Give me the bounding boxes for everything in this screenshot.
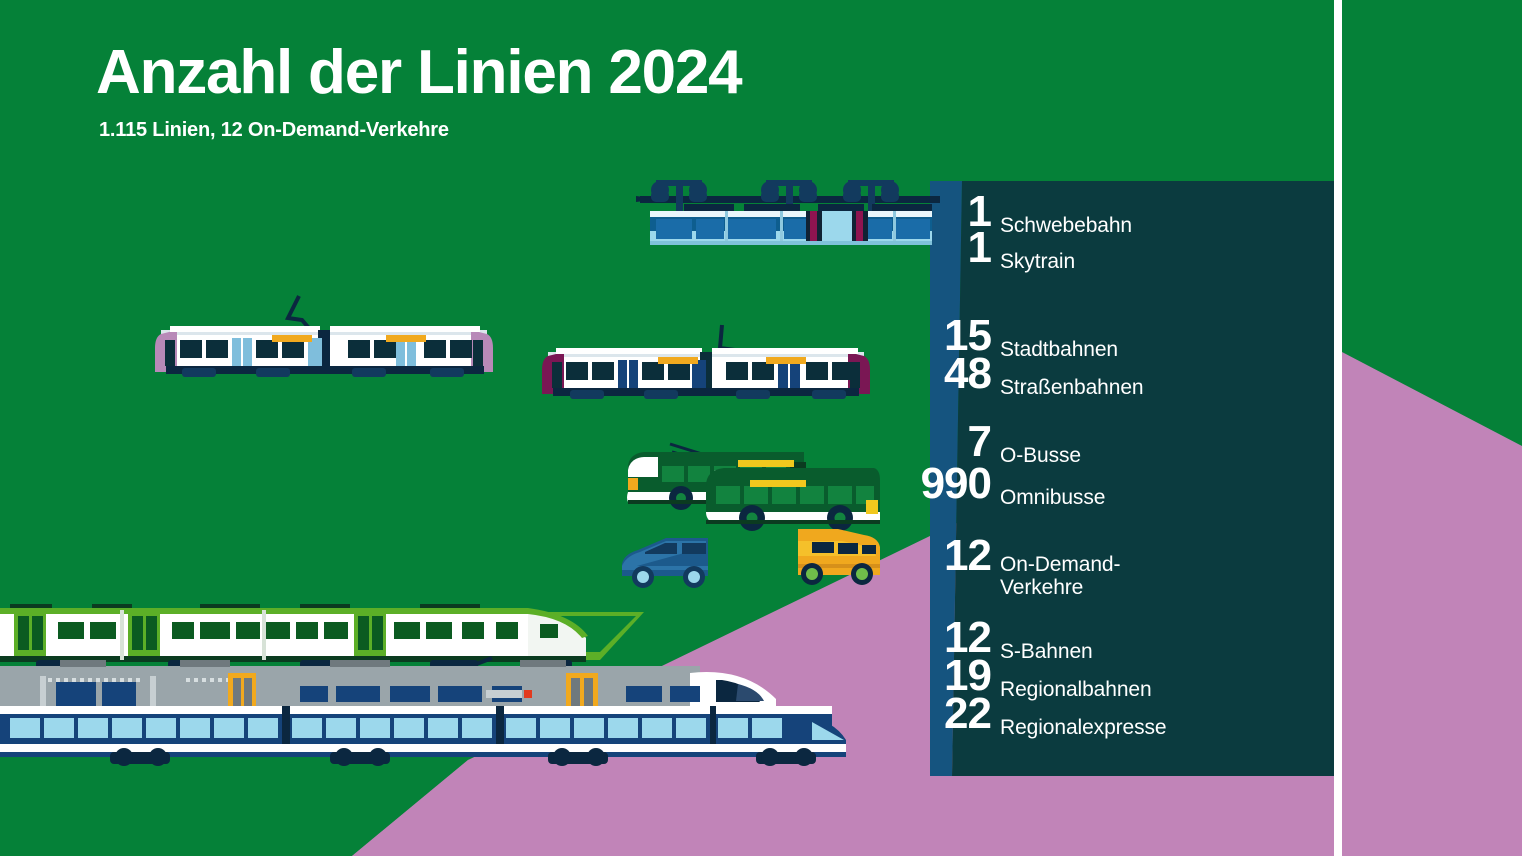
stat-value: 1 bbox=[967, 223, 992, 272]
s-bahn-blue-train bbox=[0, 706, 846, 766]
stat-label: Schwebebahn bbox=[1000, 214, 1133, 238]
stat-value: 15 bbox=[944, 311, 992, 360]
stat-label: On-Demand- Verkehre bbox=[1000, 552, 1121, 600]
schwebebahn-vehicle bbox=[636, 180, 940, 245]
page-subtitle: 1.115 Linien, 12 On-Demand-Verkehre bbox=[99, 119, 449, 142]
stat-value: 7 bbox=[967, 417, 992, 466]
stat-value: 19 bbox=[944, 651, 992, 700]
stat-label: Regionalbahnen bbox=[1000, 678, 1152, 702]
stat-value: 1 bbox=[967, 187, 992, 236]
stat-value: 48 bbox=[944, 349, 992, 398]
stat-value: 22 bbox=[944, 689, 992, 738]
stat-label: Stadtbahnen bbox=[1000, 338, 1119, 362]
stat-value: 990 bbox=[920, 459, 992, 508]
stat-label: Regionalexpresse bbox=[1000, 716, 1167, 740]
strassenbahn-vehicle bbox=[542, 324, 870, 399]
stat-value: 12 bbox=[944, 613, 992, 662]
page-title: Anzahl der Linien 2024 bbox=[96, 38, 743, 107]
on-demand-van-yellow bbox=[798, 529, 880, 585]
white-gutter bbox=[1334, 0, 1342, 856]
omnibus-vehicle bbox=[706, 468, 880, 531]
on-demand-van-blue bbox=[622, 538, 708, 588]
regionalbahn-green-train bbox=[0, 604, 644, 669]
green-top-block bbox=[0, 0, 1313, 181]
stat-label: S-Bahnen bbox=[1000, 640, 1093, 664]
stats-panel-background bbox=[952, 181, 1334, 776]
stadtbahn-vehicle bbox=[155, 295, 493, 377]
stat-value: 12 bbox=[944, 531, 992, 580]
header-block: Anzahl der Linien 2024 1.115 Linien, 12 … bbox=[96, 40, 926, 142]
stat-label: Omnibusse bbox=[1000, 486, 1106, 510]
purple-wedge-right bbox=[1342, 352, 1522, 856]
stat-label: Skytrain bbox=[1000, 250, 1076, 274]
panel-blue-stripe bbox=[930, 181, 962, 776]
stat-label: O-Busse bbox=[1000, 444, 1081, 468]
stat-label: Straßenbahnen bbox=[1000, 376, 1144, 400]
